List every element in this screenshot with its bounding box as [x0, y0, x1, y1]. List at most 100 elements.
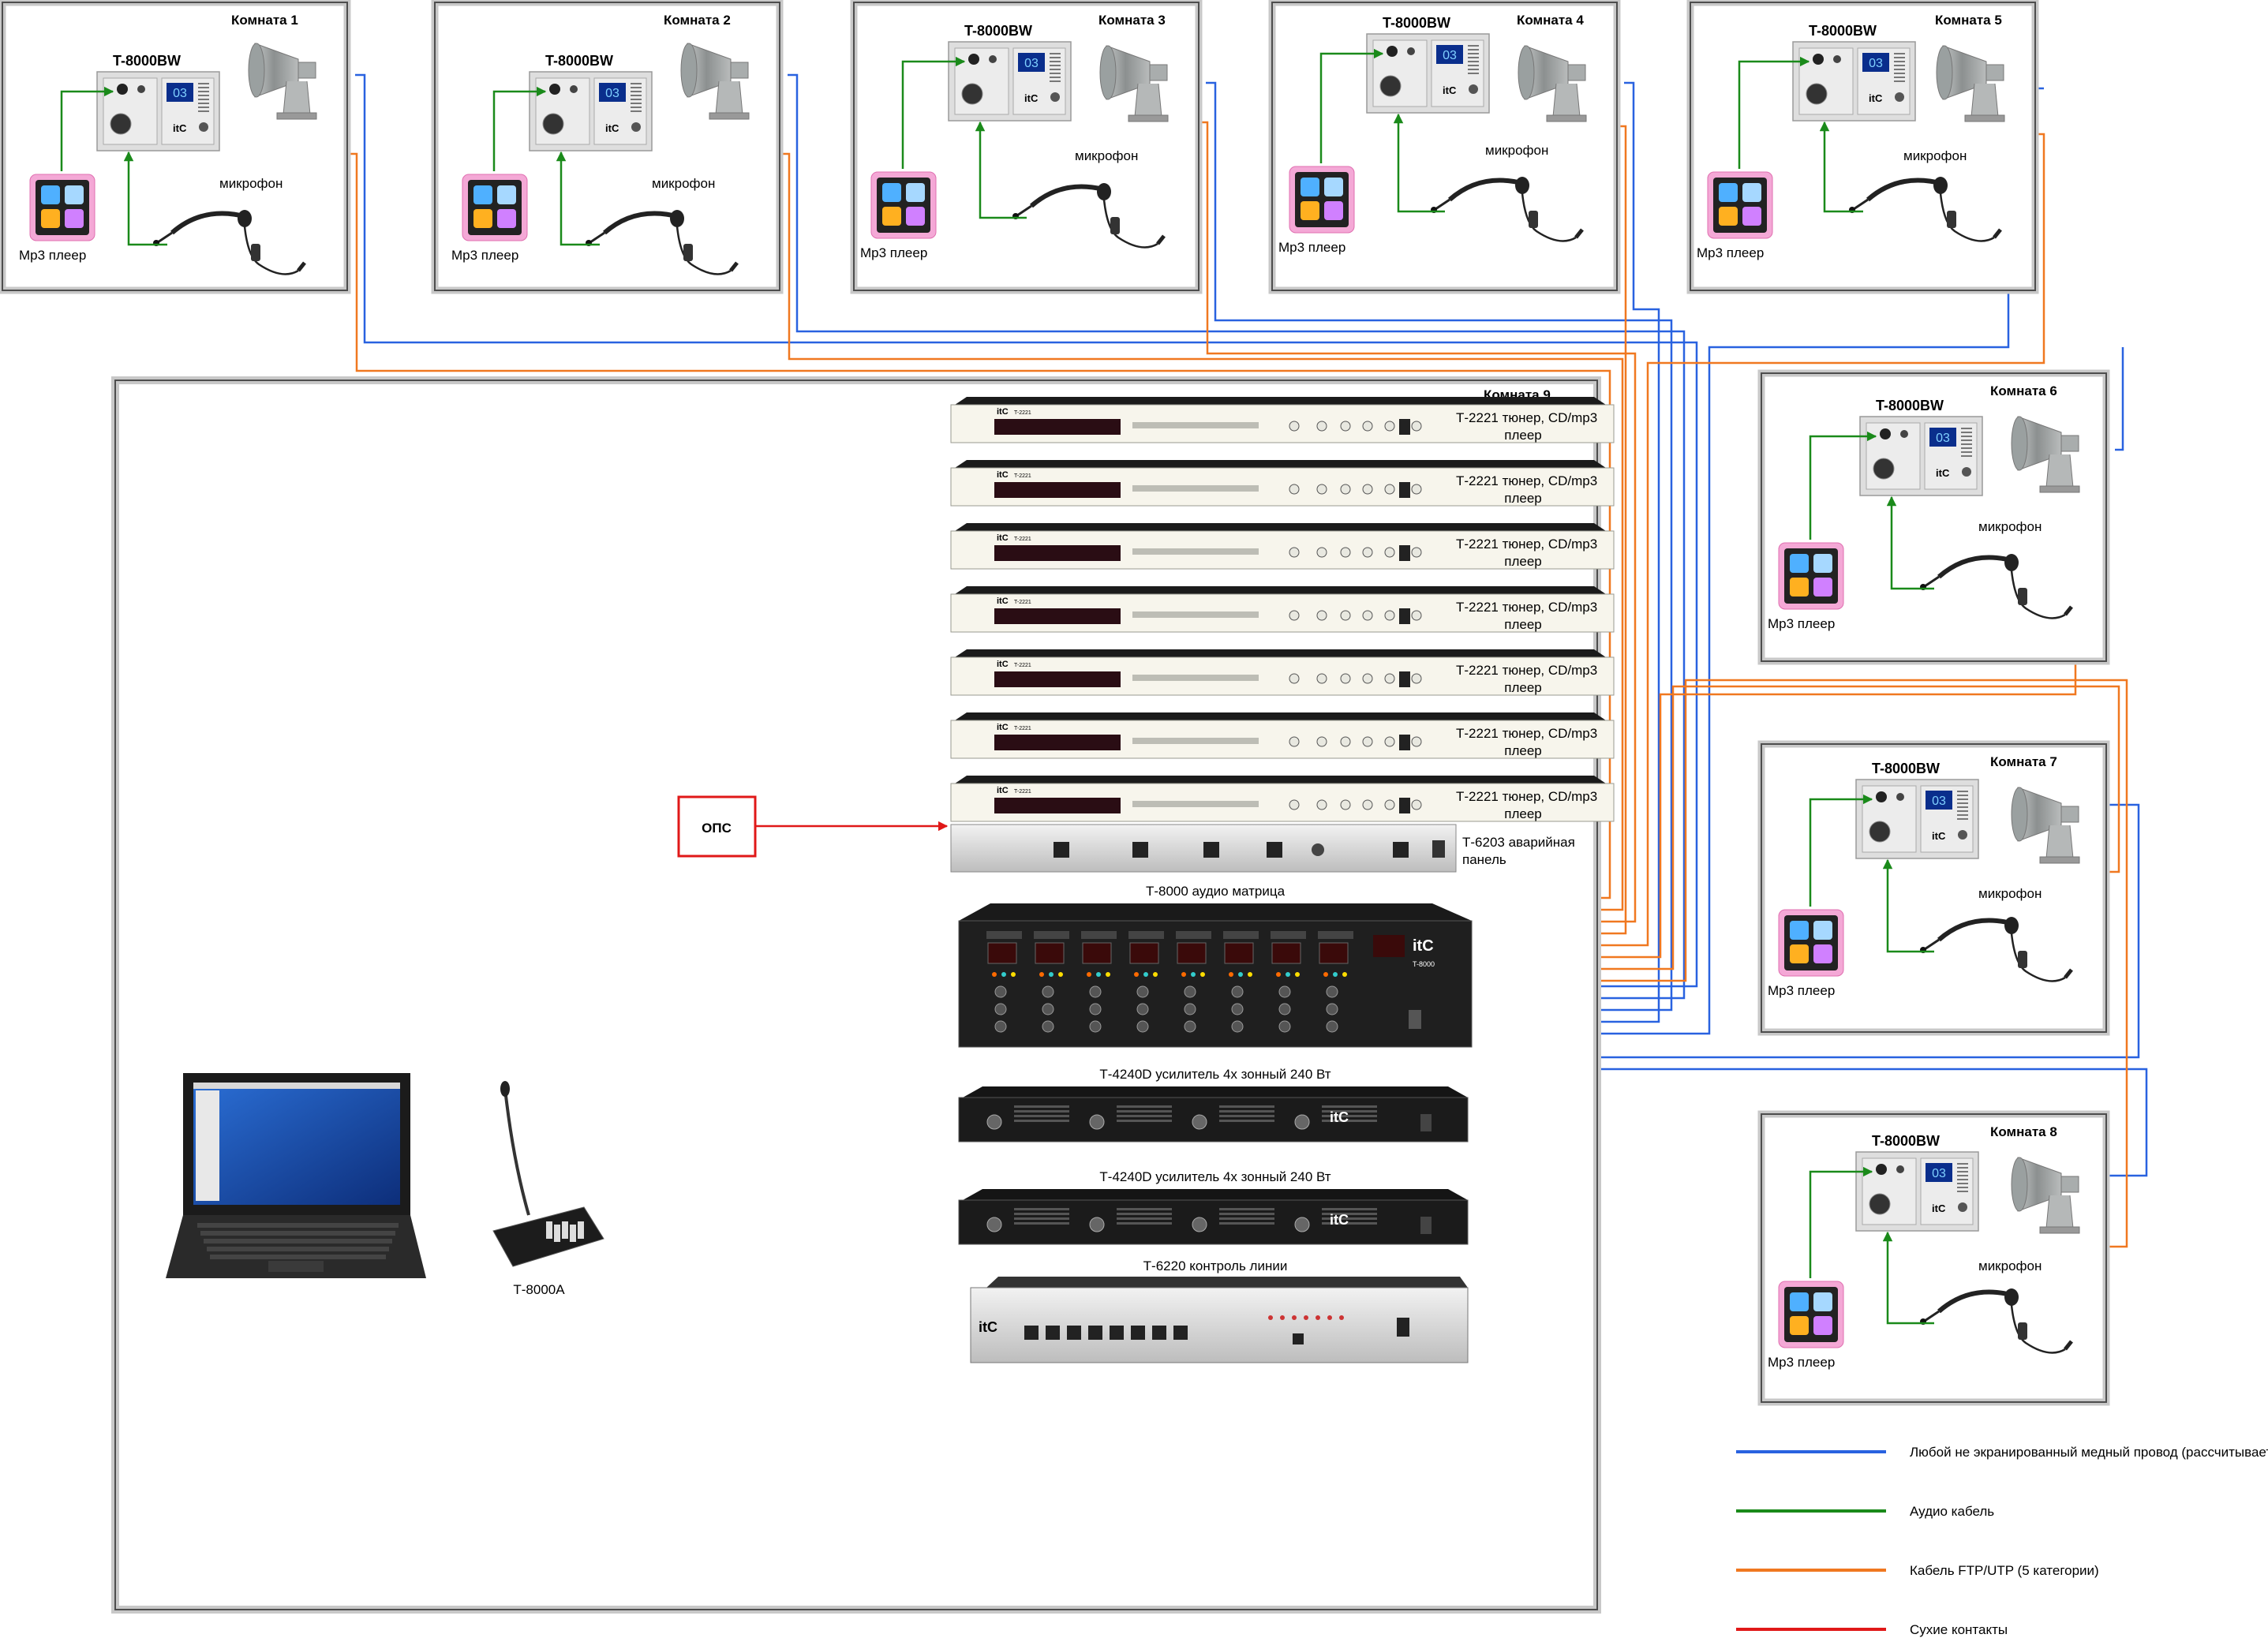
line-led-icon: [1327, 1315, 1332, 1320]
amp-knob-icon: [1089, 1114, 1105, 1130]
tuner-button-icon: [1384, 484, 1395, 495]
led-icon: [1134, 972, 1139, 977]
speaker-grill-icon: [198, 103, 209, 104]
amplifier-t4240d-2: itC: [958, 1189, 1469, 1245]
tuner-slot: [1132, 801, 1259, 807]
brand-logo: itC: [1330, 1212, 1349, 1228]
tuner-button-icon: [1362, 799, 1373, 810]
tuner-front-panel: [950, 530, 1615, 570]
channel-display: [1035, 942, 1065, 964]
horn-bracket: [1970, 83, 1999, 118]
tuner-label-line2: плеер: [1504, 428, 1542, 443]
app-icon: [41, 185, 60, 204]
headset-microphone-icon: [153, 210, 306, 275]
emergency-power-switch: [1432, 840, 1445, 858]
amp-knob-icon: [986, 1114, 1002, 1130]
mp3-player-icon: [462, 174, 528, 241]
app-icon: [497, 209, 516, 228]
line-button-icon: [1152, 1326, 1166, 1340]
horn-base: [1128, 114, 1169, 122]
app-icon: [1742, 207, 1761, 226]
speaker-grill-icon: [1961, 447, 1972, 449]
tuner-display: [994, 545, 1121, 561]
amp-vent: [1014, 1105, 1069, 1108]
speaker-grill-icon: [631, 83, 642, 84]
jack-icon: [1876, 1164, 1887, 1175]
speaker-grill-icon: [1957, 802, 1968, 804]
digital-display: [1929, 428, 1956, 447]
mic-plug: [1156, 234, 1166, 245]
tuner-button-icon: [1340, 610, 1351, 621]
amp-vent: [1322, 1217, 1377, 1220]
channel-header: [1176, 931, 1211, 939]
amp-vent: [1322, 1110, 1377, 1113]
speaker-grill-icon: [1961, 428, 1972, 429]
tuner-button-icon: [1340, 673, 1351, 684]
line-button-icon: [1067, 1326, 1081, 1340]
horn-speaker-icon: [248, 43, 317, 120]
led-icon: [1039, 972, 1044, 977]
laptop-touchpad: [268, 1261, 324, 1272]
room-9-border: [114, 380, 1598, 1610]
speaker-grill-icon: [1050, 69, 1061, 70]
player-label: Mp3 плеер: [1697, 245, 1764, 260]
legend-label: Сухие контакты: [1910, 1622, 2008, 1637]
panel-left-module: [1862, 785, 1917, 853]
mic-boom: [1435, 198, 1450, 211]
tuner-button-icon: [1384, 610, 1395, 621]
ops-box: [677, 795, 757, 858]
laptop-screen: [193, 1083, 400, 1205]
mic-cable: [1521, 193, 1577, 242]
speaker-grill-icon: [1957, 791, 1968, 792]
emergency-button-icon: [1054, 842, 1069, 858]
volume-knob-icon: [1050, 92, 1060, 102]
horn-speaker-icon: [2011, 416, 2080, 493]
line-control-t6220: itC: [970, 1277, 1469, 1363]
app-icon: [1790, 1292, 1809, 1311]
tuner-button-icon: [1384, 547, 1395, 558]
copper-wire: [1206, 81, 1673, 1012]
ftp-cable: [1198, 121, 1637, 927]
display-digits: 03: [1932, 1167, 1946, 1180]
tuner-slot: [1132, 611, 1259, 618]
ftp-cable: [1474, 679, 2128, 1248]
amp-vent: [1117, 1208, 1172, 1210]
room-border: [1761, 372, 2107, 662]
knob-icon: [1278, 985, 1291, 998]
tuner-top: [955, 523, 1606, 531]
amp-vent: [1322, 1208, 1377, 1210]
speaker-grill-icon: [631, 87, 642, 88]
tuner-button-icon: [1289, 484, 1300, 495]
volume-knob-icon: [1958, 1202, 1967, 1212]
horn-driver: [2060, 435, 2079, 452]
brand-logo: itC: [997, 660, 1009, 669]
earpiece: [1515, 177, 1529, 194]
tuner-button-icon: [1411, 736, 1422, 747]
tuner-label-line2: плеер: [1504, 806, 1542, 821]
model-label: T-2221: [1014, 473, 1031, 479]
channel-header: [1034, 931, 1069, 939]
digital-display: [1926, 1163, 1952, 1182]
speaker-grill-icon: [198, 107, 209, 108]
jack-icon: [1813, 54, 1824, 65]
amp-vent: [1014, 1213, 1069, 1215]
amp-vent: [1014, 1217, 1069, 1220]
led-icon: [1323, 972, 1328, 977]
audio-cable: [492, 86, 547, 171]
tuner-button-icon: [1340, 421, 1351, 432]
knob-icon: [1833, 55, 1841, 63]
knob-icon: [1136, 1020, 1149, 1033]
audio-cable: [1882, 858, 1934, 953]
speaker-grill-icon: [1957, 1167, 1968, 1169]
speaker-grill-icon: [1468, 65, 1479, 66]
tuner-button-icon: [1340, 484, 1351, 495]
ftp-cable: [1474, 685, 2120, 974]
copper-wire: [2115, 347, 2124, 451]
mic-clip: [251, 244, 260, 261]
amplifier-t4240d-1: itC: [958, 1086, 1469, 1142]
tuner-top: [955, 586, 1606, 594]
model-label: T-8000: [1413, 960, 1435, 968]
horn-speaker-icon: [2011, 787, 2080, 864]
